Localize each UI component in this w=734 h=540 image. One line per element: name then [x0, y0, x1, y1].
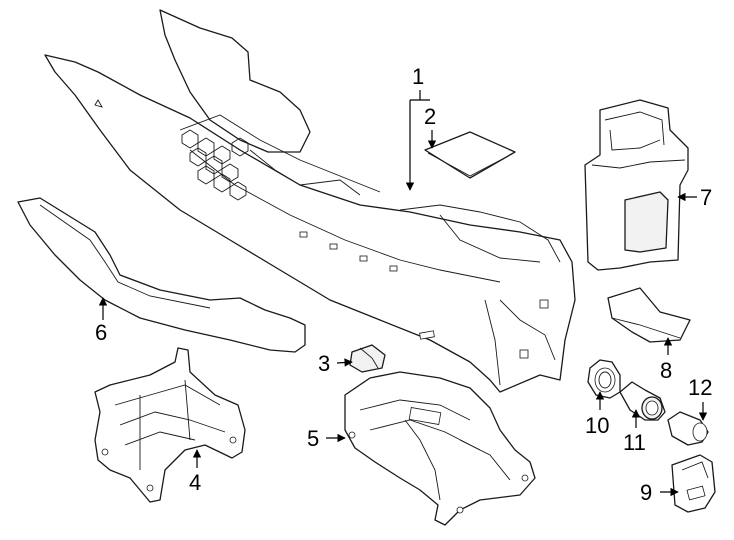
power-socket-part: [619, 381, 666, 421]
leader-3: [336, 358, 353, 367]
callout-2: 2: [424, 104, 436, 129]
storage-mat-part: [424, 131, 516, 179]
socket-part: [587, 359, 621, 399]
plug-part: [667, 411, 709, 446]
callout-4: 4: [189, 470, 201, 495]
callout-7: 7: [700, 185, 712, 210]
callout-12: 12: [688, 375, 712, 400]
bin-mat-part: [607, 287, 691, 343]
leader-1: [410, 90, 430, 190]
bracket-part: [94, 347, 246, 503]
callout-3: 3: [318, 351, 330, 376]
callout-8: 8: [660, 358, 672, 383]
callout-11: 11: [623, 430, 646, 455]
callout-5: 5: [307, 426, 319, 451]
console-vent-honeycomb: [181, 129, 249, 201]
callout-9: 9: [640, 480, 652, 505]
side-trim-panel-part: [17, 197, 306, 353]
usb-bezel-part: [671, 454, 716, 513]
lower-bracket-part: [344, 371, 536, 526]
storage-bin-part: [584, 99, 689, 271]
callout-10: 10: [585, 413, 609, 438]
callout-6: 6: [95, 320, 107, 345]
callout-labels: 1 2 3 4 5 6 7 8 9 10 11 12: [95, 64, 712, 505]
callout-1: 1: [412, 64, 424, 89]
console-body-part: [44, 9, 576, 393]
leader-lines: [98, 90, 708, 497]
clip-part: [349, 344, 386, 373]
